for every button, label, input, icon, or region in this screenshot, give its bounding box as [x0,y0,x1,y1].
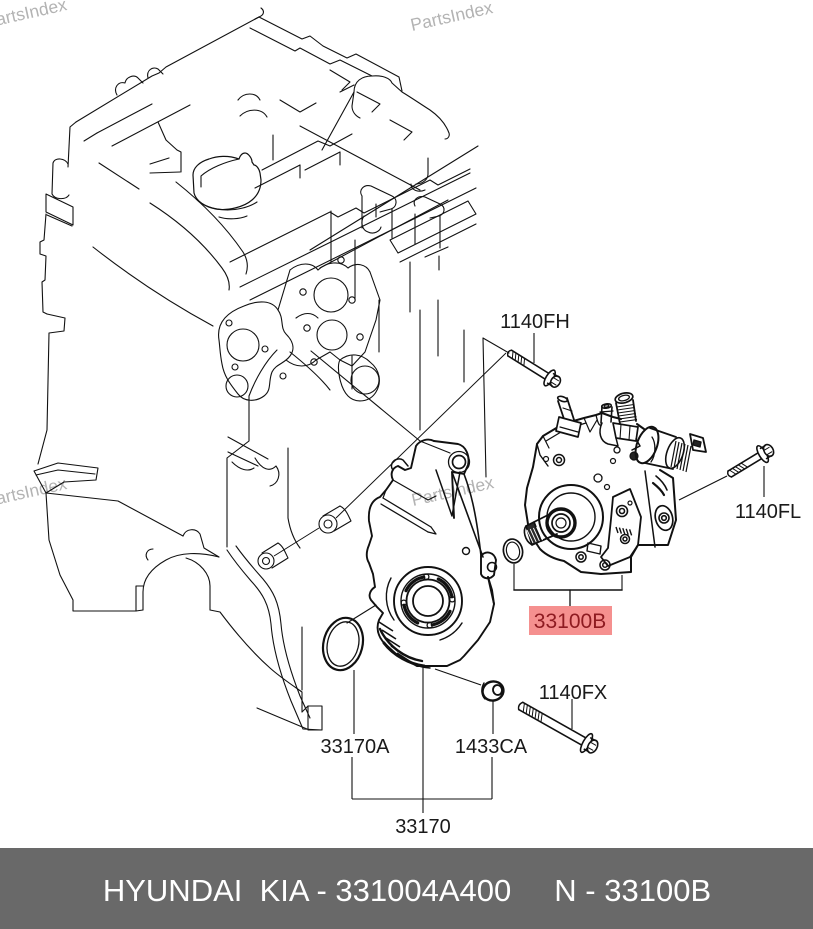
svg-text:1433CA: 1433CA [455,736,528,758]
svg-text:1140FX: 1140FX [539,682,608,704]
svg-text:1140FH: 1140FH [500,311,570,333]
svg-text:1140FL: 1140FL [735,501,801,523]
svg-text:33170A: 33170A [321,736,391,758]
svg-text:33100B: 33100B [534,610,606,633]
svg-text:33170: 33170 [395,816,451,838]
svg-text:HYUNDAI KIA - 331004A400: HYUNDAI KIA - 331004A400 N - 33100B [103,873,711,908]
